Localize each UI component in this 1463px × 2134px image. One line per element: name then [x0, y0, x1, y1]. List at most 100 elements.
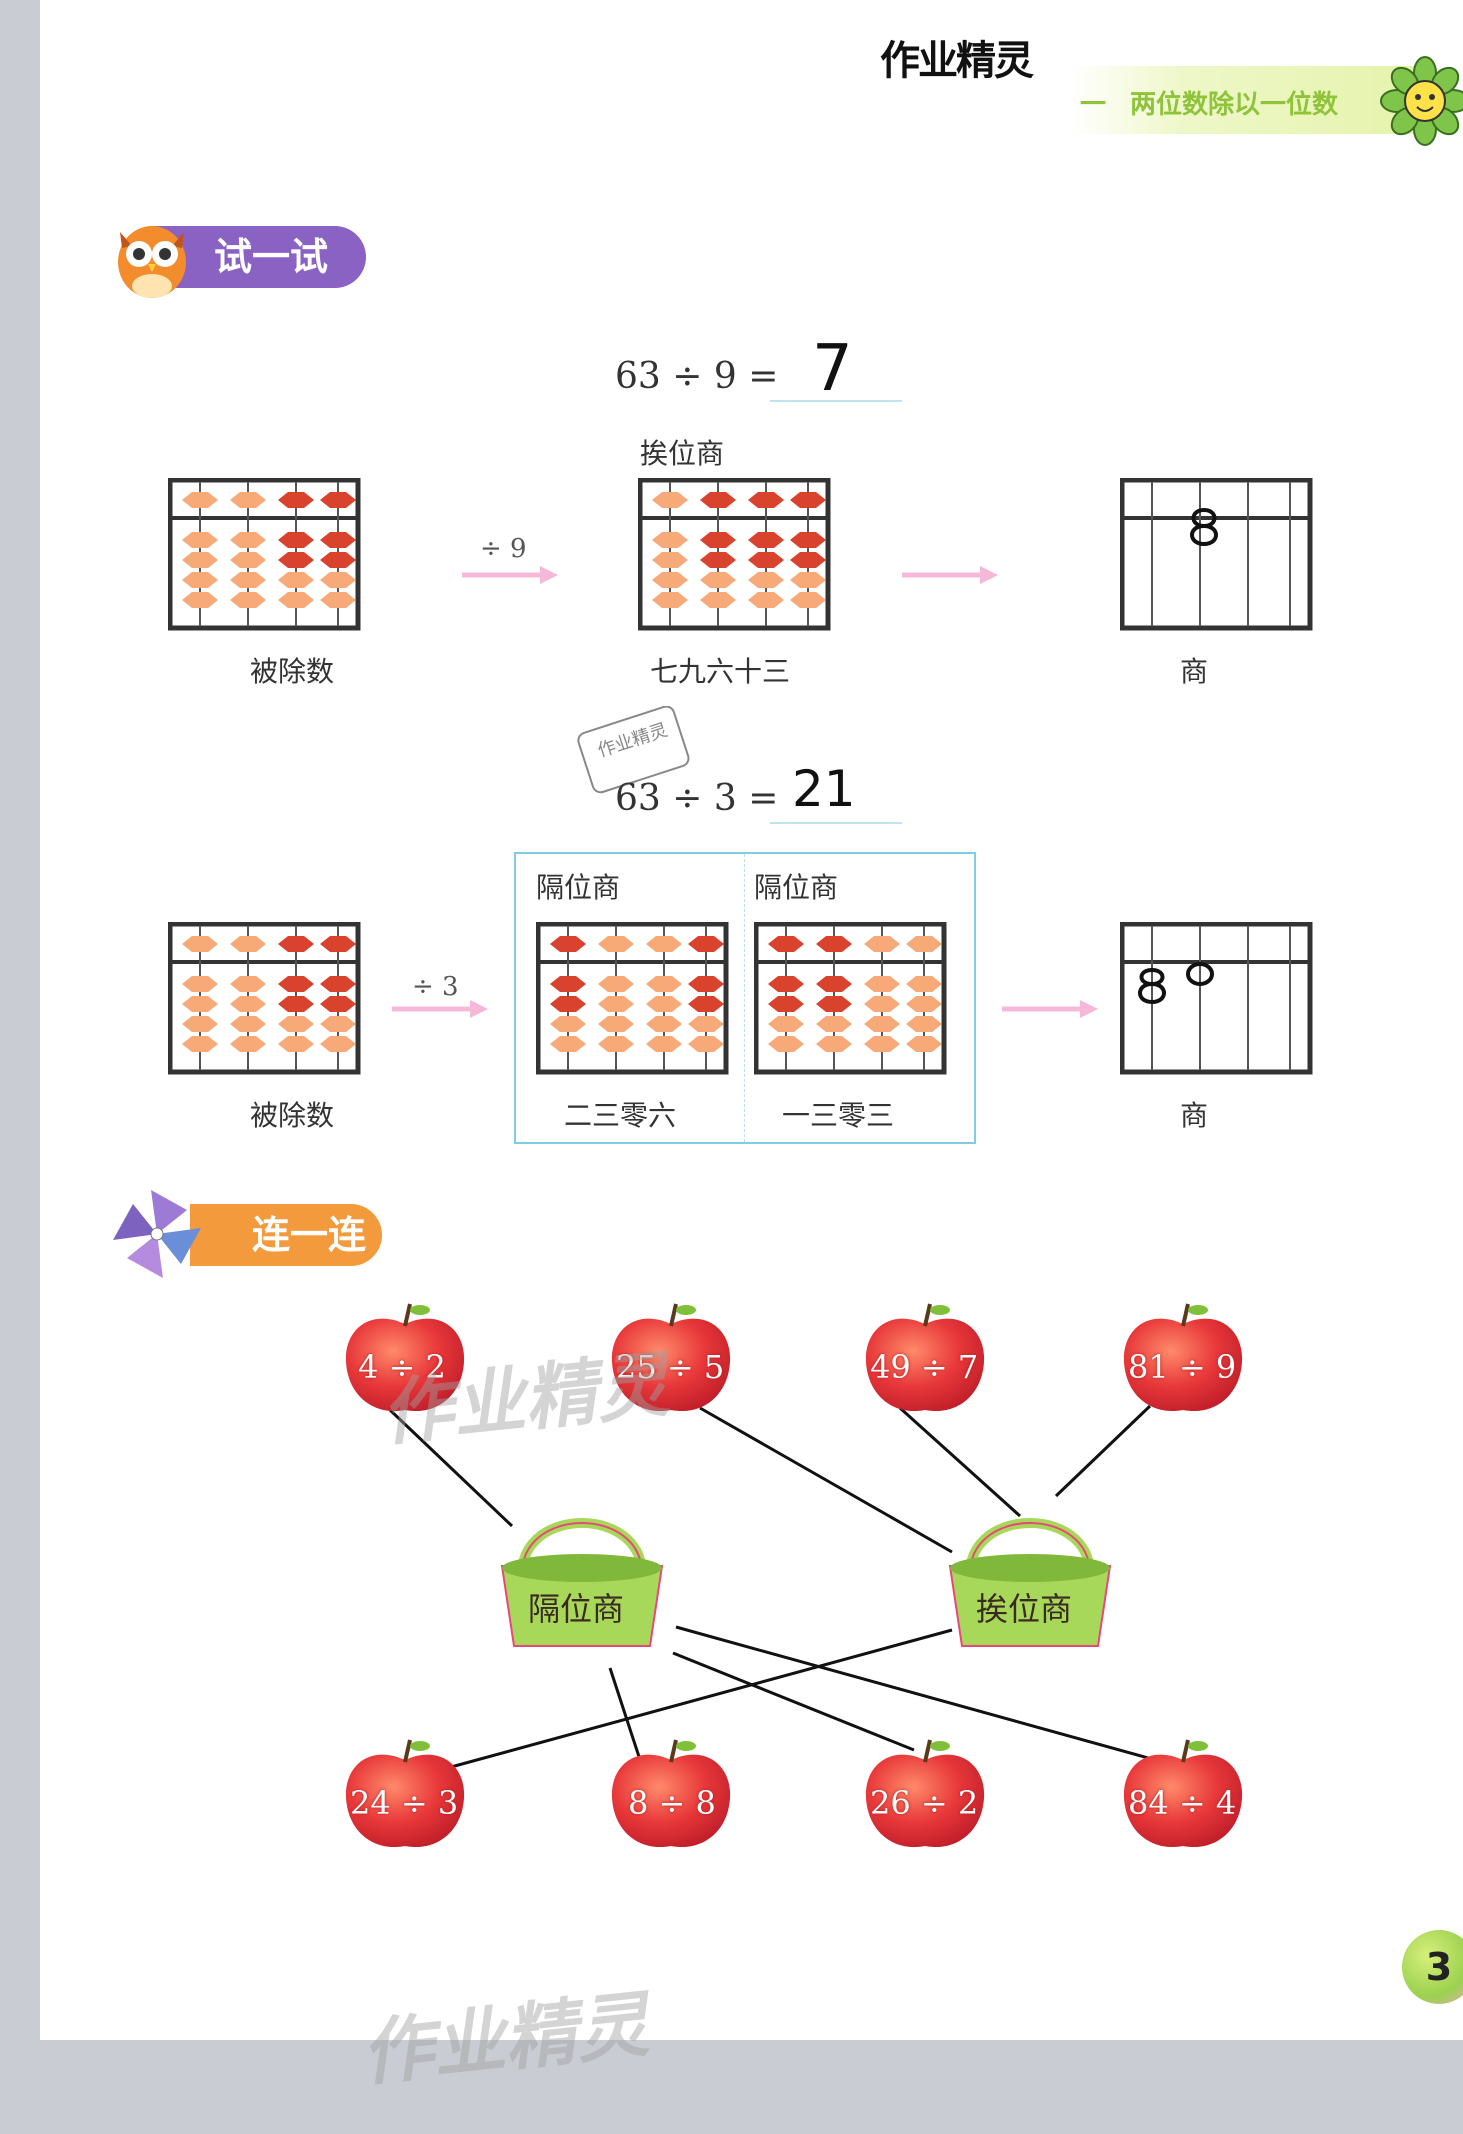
step2-rhyme: 一三零三 [782, 1099, 895, 1132]
abacus-bead [646, 1016, 682, 1032]
abacus-bead [816, 936, 852, 952]
problem1-answer: 7 [812, 332, 853, 406]
abacus-bead [748, 492, 784, 508]
abacus-bead [790, 572, 826, 588]
abacus-bead [598, 976, 634, 992]
arrow-right-icon [902, 566, 998, 584]
apple-bottom-2[interactable]: 8 ÷ 8 [606, 1736, 736, 1856]
abacus-bead [816, 996, 852, 1012]
workbook-page: 作业精灵 一 两位数除以一位数 试一试 63 ÷ 9 = 7 挨位 [40, 0, 1463, 2096]
abacus-bead [688, 1036, 724, 1052]
abacus-bead [652, 492, 688, 508]
abacus-bead [320, 492, 356, 508]
basket-adjacent-quotient[interactable]: 挨位商 [940, 1496, 1120, 1656]
abacus-bead [646, 936, 682, 952]
apple-top-4[interactable]: 81 ÷ 9 [1118, 1300, 1248, 1420]
abacus-bead [700, 532, 736, 548]
apple-bottom-1[interactable]: 24 ÷ 3 [340, 1736, 470, 1856]
abacus-bead [320, 572, 356, 588]
abacus-bead [278, 572, 314, 588]
abacus-bead [768, 996, 804, 1012]
matching-diagram [388, 1404, 1171, 1773]
abacus-bead [230, 996, 266, 1012]
abacus-bead [906, 936, 942, 952]
abacus-bead [906, 996, 942, 1012]
apple-top-2[interactable]: 25 ÷ 5 [606, 1300, 736, 1420]
abacus-bead [864, 936, 900, 952]
abacus-bead [320, 936, 356, 952]
abacus-step-2b [754, 922, 947, 1075]
abacus-bead [278, 1036, 314, 1052]
abacus-bead [230, 532, 266, 548]
apple-top-3[interactable]: 49 ÷ 7 [860, 1300, 990, 1420]
abacus-bead [320, 976, 356, 992]
apple-top-1[interactable]: 4 ÷ 2 [340, 1300, 470, 1420]
abacus-bead [688, 996, 724, 1012]
basket-gap-quotient[interactable]: 隔位商 [492, 1496, 672, 1656]
abacus-bead [700, 552, 736, 568]
abacus-bead [278, 1016, 314, 1032]
chapter-number: 一 [1080, 90, 1107, 120]
abacus-bead [748, 532, 784, 548]
abacus-bead [768, 1016, 804, 1032]
handwritten-mark [1186, 962, 1214, 986]
abacus-bead [278, 552, 314, 568]
problem1-operator: ÷ 9 [480, 534, 527, 564]
problem2-answer-line [770, 822, 902, 824]
abacus-frame [1120, 478, 1313, 631]
abacus-bead [816, 1016, 852, 1032]
abacus-bead [906, 976, 942, 992]
abacus-bead [182, 1016, 218, 1032]
abacus-bead [230, 492, 266, 508]
abacus-bead [278, 592, 314, 608]
abacus-bead [688, 976, 724, 992]
problem1-equation: 63 ÷ 9 = [615, 356, 779, 397]
abacus-bead [790, 552, 826, 568]
abacus-bead [864, 996, 900, 1012]
abacus-bead [182, 492, 218, 508]
apple-bottom-3[interactable]: 26 ÷ 2 [860, 1736, 990, 1856]
abacus-bead [320, 1016, 356, 1032]
abacus-bead [700, 572, 736, 588]
arrow-right-icon [1002, 1000, 1098, 1018]
watermark-2: 作业精灵 [356, 1981, 653, 2096]
abacus-bead [320, 552, 356, 568]
page-number: 3 [1402, 1930, 1463, 2004]
abacus-dividend-1 [168, 478, 361, 631]
match-lines [388, 1404, 1171, 1773]
problem2-label-quotient: 商 [1180, 1099, 1209, 1132]
abacus-bead [182, 552, 218, 568]
problem2-label-dividend: 被除数 [250, 1099, 335, 1132]
abacus-step-2a [536, 922, 729, 1075]
apple-bottom-4[interactable]: 84 ÷ 4 [1118, 1736, 1248, 1856]
abacus-bead [652, 552, 688, 568]
problem1-label-rhyme: 七九六十三 [650, 655, 791, 688]
abacus-bead [748, 572, 784, 588]
abacus-bead [550, 996, 586, 1012]
abacus-bead [182, 996, 218, 1012]
abacus-bead [652, 572, 688, 588]
abacus-bead [652, 592, 688, 608]
abacus-bead [182, 976, 218, 992]
abacus-bead [550, 1036, 586, 1052]
abacus-bead [182, 592, 218, 608]
abacus-bead [278, 532, 314, 548]
abacus-frame [1120, 922, 1313, 1075]
abacus-bead [230, 1036, 266, 1052]
pinwheel-icon [113, 1190, 201, 1278]
handwritten-mark [1190, 507, 1218, 547]
abacus-bead [278, 996, 314, 1012]
abacus-bead [230, 1016, 266, 1032]
basket-icon [940, 1496, 1120, 1656]
abacus-bead [906, 1016, 942, 1032]
problem1-method: 挨位商 [640, 437, 725, 470]
abacus-bead [906, 1036, 942, 1052]
abacus-bead [652, 532, 688, 548]
abacus-bead [864, 976, 900, 992]
problem1-label-quotient: 商 [1180, 655, 1209, 688]
abacus-bead [768, 936, 804, 952]
abacus-bead [646, 976, 682, 992]
abacus-bead [646, 996, 682, 1012]
abacus-bead [278, 976, 314, 992]
chapter-title: 两位数除以一位数 [1130, 90, 1339, 120]
